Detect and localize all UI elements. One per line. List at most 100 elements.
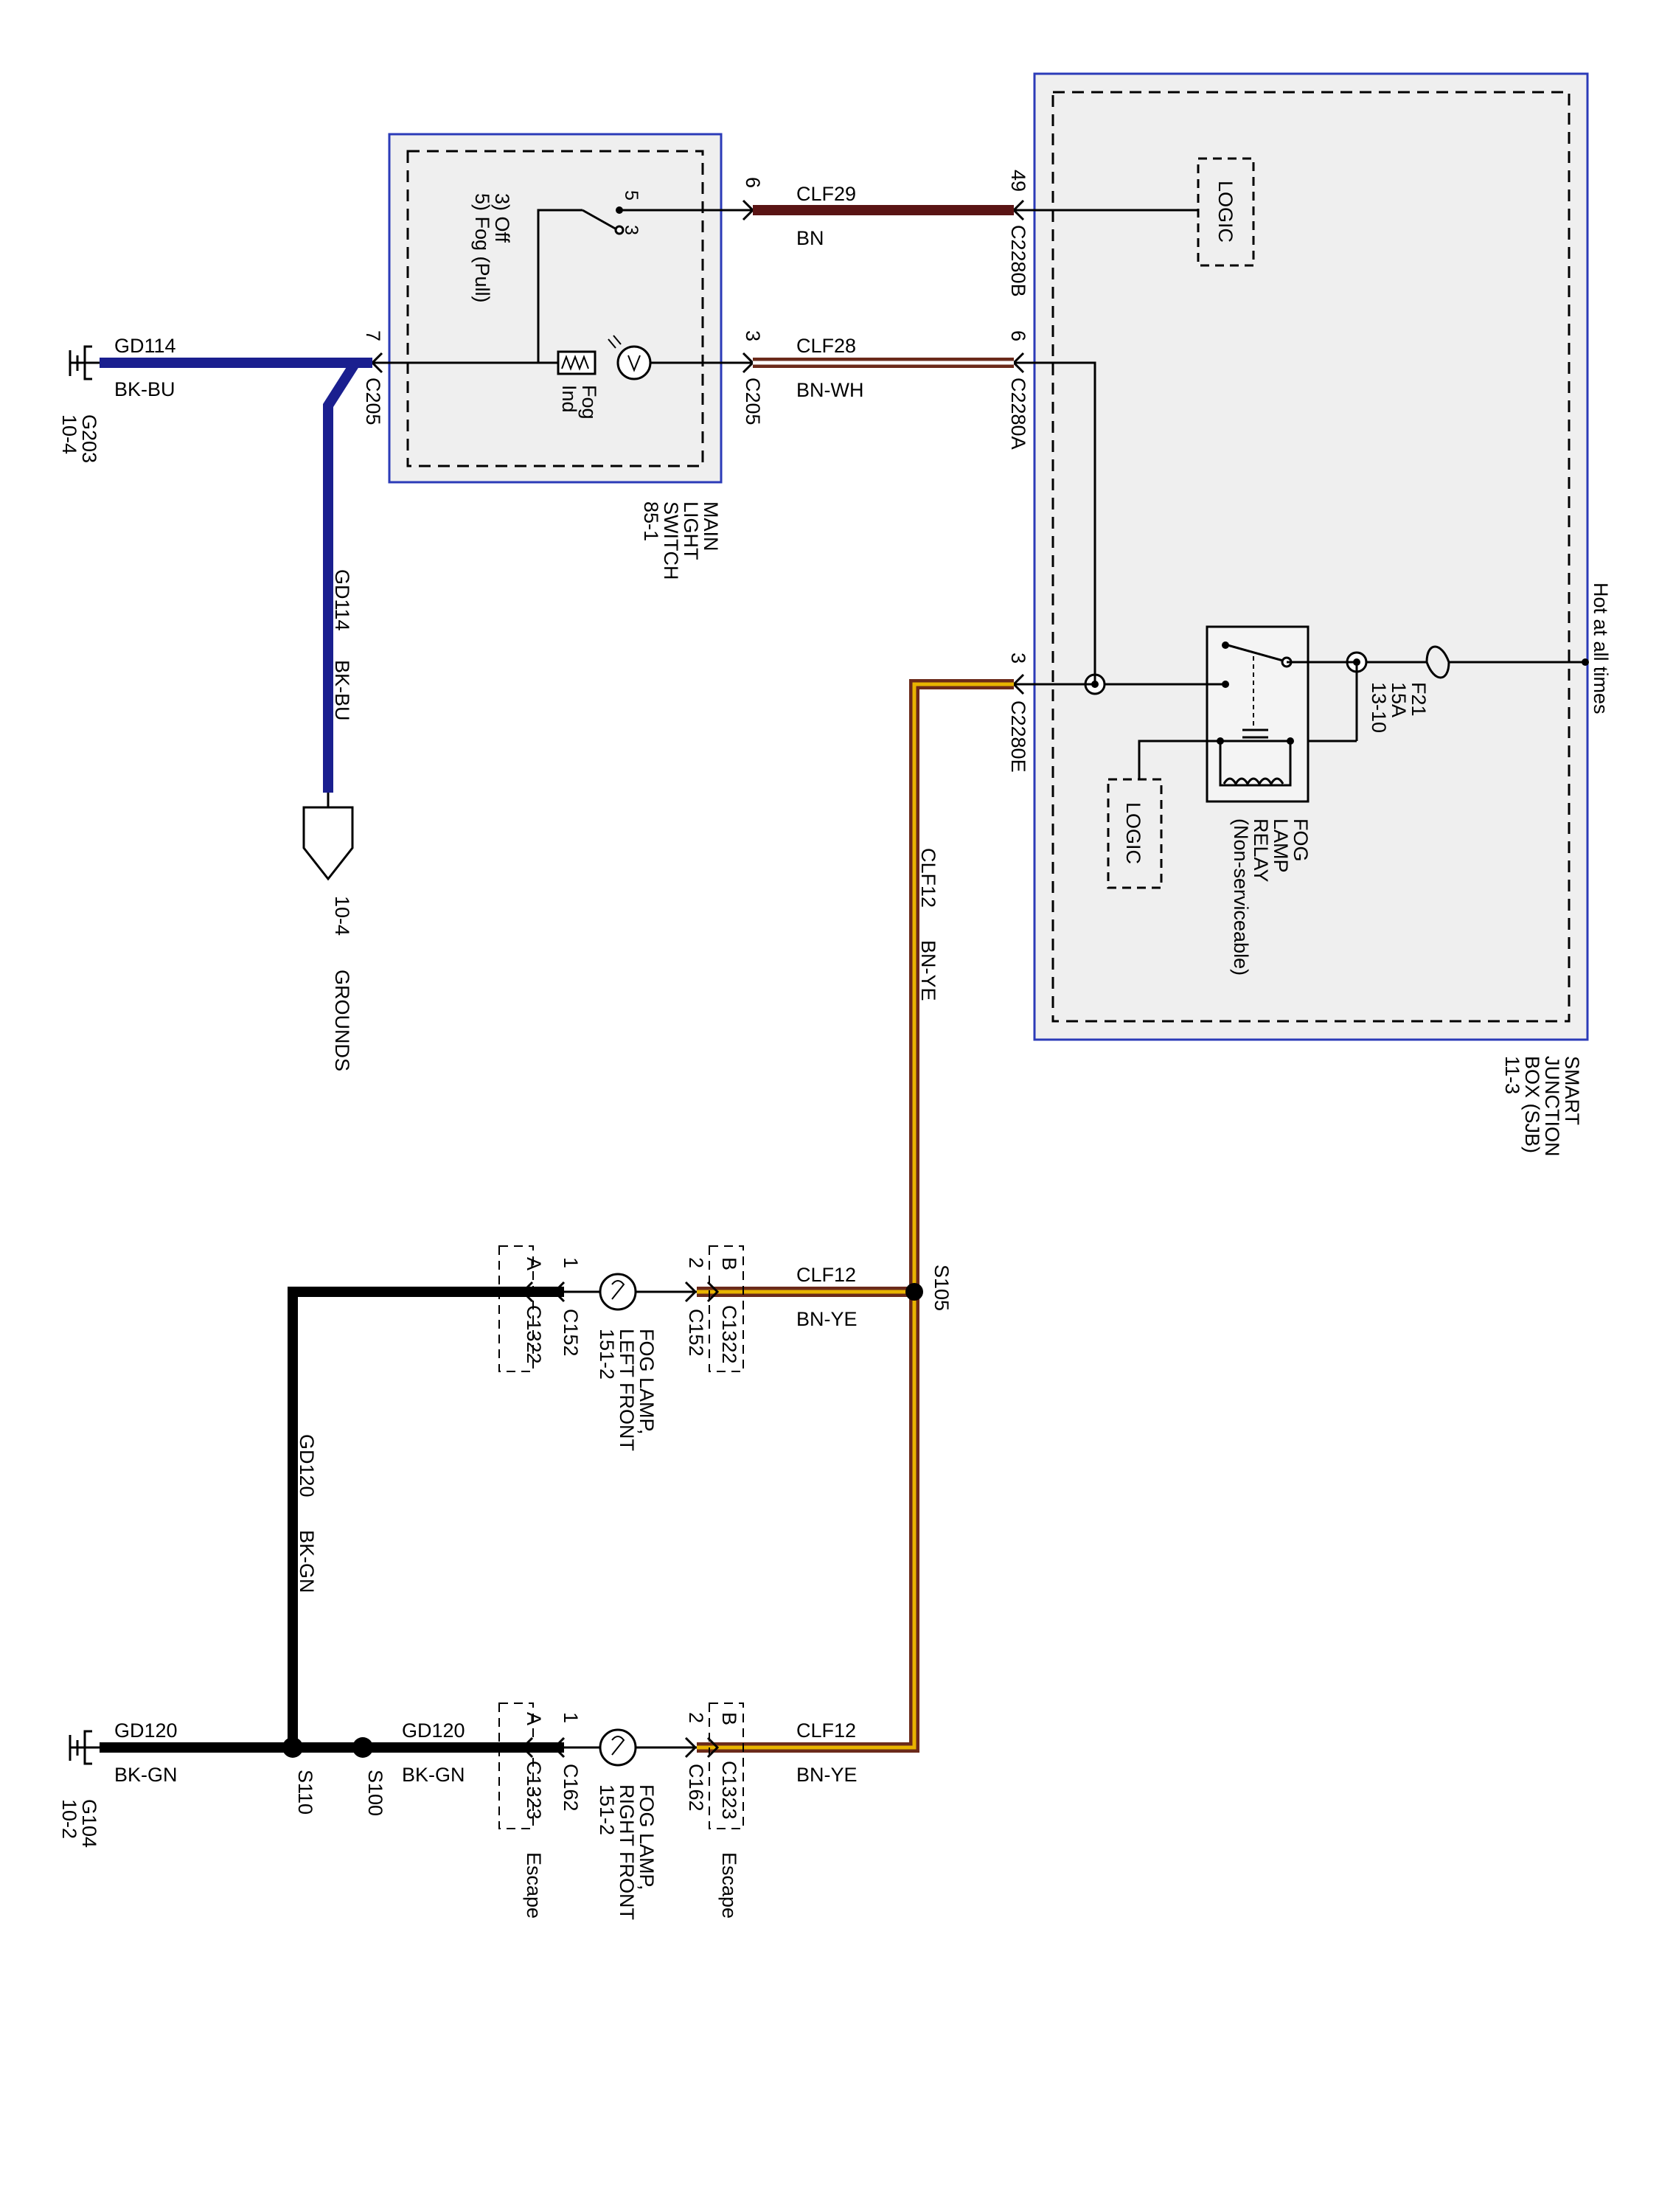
wire-label-clf28: CLF28 [796,335,856,357]
fog-indicator-resistor-zigzag [561,355,589,371]
ground-label-g104-ref: 10-2 [58,1799,80,1839]
fog-ind-label-ind: Ind [558,385,580,413]
splice-s100 [352,1737,373,1758]
relay-label-nonserviceable: (Non-serviceable) [1230,818,1252,975]
splice-s105 [905,1283,923,1301]
smart-junction-box [1033,72,1589,1041]
wire-label-bn-ye-right: BN-YE [796,1764,858,1786]
switch-label-main: MAIN [700,501,722,552]
right-lamp-conn-c1323-a: C1323 [523,1761,545,1820]
pin-3-sjb: 3 [1007,653,1029,664]
escape-label-right: Escape [718,1852,740,1919]
fuse-label-15a: 15A [1388,682,1410,717]
switch-label-light: LIGHT [680,501,702,560]
wire-label-bn-ye-vertical: BN-YE [917,940,939,1001]
pin-6-sjb: 6 [1007,330,1029,341]
switch-pin-3-contact: 3 [621,225,641,235]
wire-label-bk-gn-mid: BK-GN [402,1764,465,1786]
fuse-label-f21: F21 [1408,682,1430,717]
wire-label-gd114-top: GD114 [114,335,176,357]
pin-49: 49 [1007,170,1029,192]
to-c2280a-wire [1014,361,1096,684]
wire-label-bk-bu-vertical: BK-BU [331,660,353,721]
connector-box-c1322-a [498,1245,534,1372]
main-light-switch-box [388,133,723,484]
connector-mark-c152-pin2 [684,1281,698,1303]
wire-label-bn-wh: BN-WH [796,379,863,401]
relay-to-logic-wire [1138,740,1220,779]
ground-label-g203-ref: 10-4 [58,414,80,454]
fog-ind-label-fog: Fog [578,385,600,420]
right-lamp-label-ref: 151-2 [596,1784,618,1835]
ground-label-g203: G203 [78,414,100,463]
fuse-label-ref: 13-10 [1368,682,1390,733]
switch-blade [582,209,619,232]
wire-label-clf29: CLF29 [796,183,856,205]
connector-mark-c1323-pinb [706,1736,720,1759]
connector-box-c1322-b [709,1245,744,1372]
right-lamp-pin-b: B [718,1712,740,1725]
grounds-reference-icon [302,806,354,881]
fog-lamp-relay [1206,625,1357,803]
connector-mark-c1322-pinb [706,1281,720,1303]
splice-label-s100: S100 [364,1770,386,1816]
switch-label-switch: SWITCH [660,501,682,580]
fog-indicator-lamp-v [627,355,641,372]
wire-label-bk-gn-bottom: BK-GN [114,1764,178,1786]
connector-c2280b: C2280B [1007,225,1029,297]
splice-label-s110: S110 [294,1770,316,1815]
left-lamp-conn-c1322-b: C1322 [718,1305,740,1364]
connector-c205-left: C205 [362,378,384,425]
sjb-label-ref: 11-3 [1501,1056,1523,1094]
wire-gd114-vertical [323,360,360,793]
right-lamp-label-side: RIGHT FRONT [616,1784,638,1920]
left-lamp-pin-1: 1 [560,1257,582,1268]
fog-lamp-right-filament [611,1736,625,1756]
switch-pin-5: 5 [621,190,641,201]
left-lamp-label-ref: 151-2 [596,1329,618,1380]
switch-pin-6: 6 [742,177,764,188]
left-lamp-label-side: LEFT FRONT [616,1329,638,1451]
wire-label-bk-bu-top: BK-BU [114,378,175,400]
right-lamp-pin-a: A [523,1712,545,1725]
switch-pin-7: 7 [362,330,384,341]
wire-label-clf12-right: CLF12 [796,1719,856,1742]
connector-mark-c162-pin2 [684,1736,698,1759]
left-lamp-label-name: FOG LAMP, [636,1329,658,1435]
switch-contact-3 [614,225,625,235]
right-lamp-conn-c162-b: C162 [685,1764,707,1812]
connector-c205-right: C205 [742,378,764,425]
hot-feed-dot [1582,658,1589,666]
ground-g203-icon [69,345,100,380]
fuse-f21-icon-lower [1425,661,1450,679]
relay-label-fog: FOG [1290,818,1312,862]
left-lamp-pin-a: A [523,1257,545,1270]
left-lamp-conn-c152-b: C152 [685,1309,707,1357]
splice-label-s105: S105 [931,1265,953,1311]
connector-mark-c152-pin1 [552,1281,566,1303]
switch-position-fog: 5) Fog (Pull) [471,193,493,303]
wire-label-gd120-vertical: GD120 [296,1434,318,1498]
sjb-label-box: BOX (SJB) [1521,1056,1543,1153]
wire-clf12-outer [697,679,1014,1753]
wire-label-bk-gn-vertical: BK-GN [296,1530,318,1593]
left-lamp-pin-2: 2 [685,1257,707,1268]
wire-label-gd120-mid: GD120 [402,1719,465,1742]
grounds-ref-label: GROUNDS [331,970,353,1071]
sjb-label-smart: SMART [1561,1056,1583,1125]
right-lamp-label-name: FOG LAMP, [636,1784,658,1891]
connector-box-c1323-b [709,1703,744,1829]
switch-label-ref: 85-1 [640,501,662,541]
connector-box-c1323-a [498,1703,534,1829]
wire-label-bn-ye-left: BN-YE [796,1308,858,1330]
connector-c2280a: C2280A [1007,378,1029,450]
fog-indicator-light-rays [608,335,622,349]
wire-clf12-inner [697,682,1014,1750]
sjb-label-junction: JUNCTION [1541,1056,1563,1157]
right-lamp-pin-1: 1 [560,1712,582,1723]
wire-label-bn: BN [796,227,824,249]
hot-at-all-times-label: Hot at all times [1590,582,1612,714]
grounds-ref-number: 10-4 [331,896,353,936]
escape-label-left: Escape [523,1852,545,1919]
